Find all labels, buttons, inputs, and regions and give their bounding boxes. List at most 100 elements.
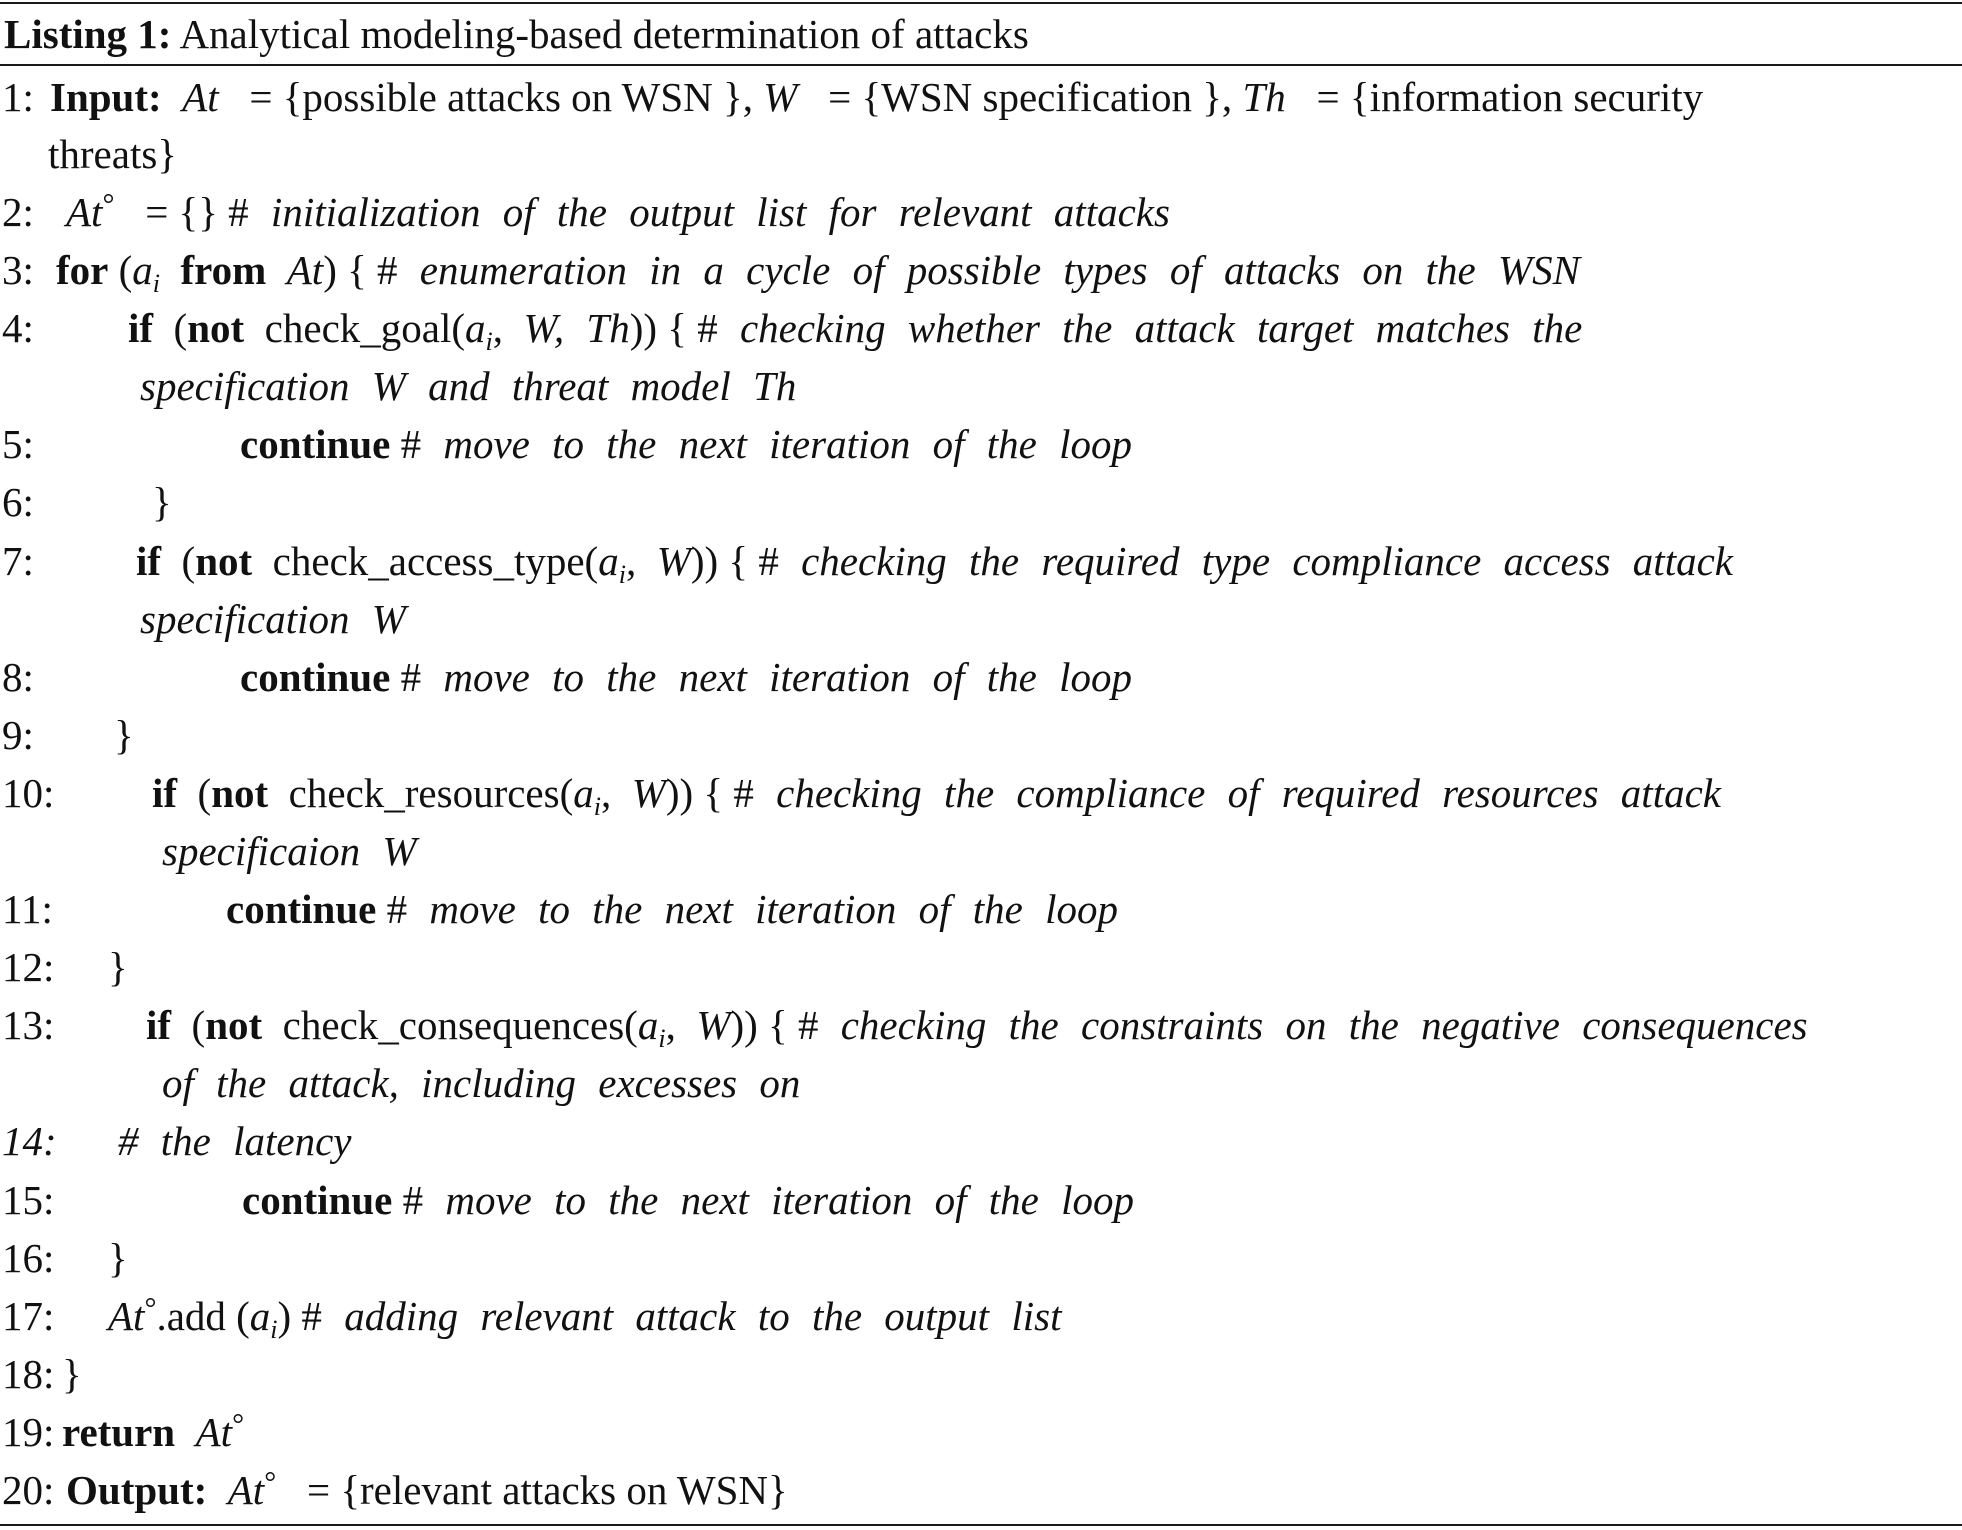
line-number: 14:	[2, 1118, 57, 1164]
var-at: At	[182, 74, 219, 120]
top-rule	[0, 2, 1962, 4]
line-number: 16:	[2, 1235, 55, 1281]
line-number: 18:	[2, 1351, 55, 1397]
set-desc: WSN specification	[881, 74, 1192, 120]
line-number: 10:	[2, 770, 55, 816]
var-at: At	[286, 247, 324, 293]
code-line-11: 11: continue # move to the next iteratio…	[0, 880, 1962, 938]
code-comment: of the attack, including excesses on	[162, 1060, 801, 1106]
keyword-if: if	[152, 770, 178, 816]
keyword-return: return	[62, 1409, 176, 1455]
code-line-13: 13: if (not check_consequences(ai, W)) {…	[0, 996, 1962, 1054]
closing-brace: }	[114, 712, 134, 758]
line-code: At° = {} # initialization of the output …	[66, 183, 1170, 241]
keyword-continue: continue	[240, 421, 391, 467]
var-w: W	[763, 74, 798, 120]
closing-brace: }	[768, 1467, 788, 1513]
degree-mark: °	[264, 1466, 277, 1499]
var-a: a	[573, 770, 594, 816]
code-comment: move to the next iteration of the loop	[407, 886, 1118, 932]
code-line-18: 18: }	[0, 1345, 1962, 1403]
keyword-input: Input:	[50, 74, 162, 120]
keyword-for: for	[56, 247, 109, 293]
keyword-continue: continue	[242, 1177, 393, 1223]
code-comment: checking the compliance of required reso…	[753, 770, 1721, 816]
keyword-not: not	[187, 305, 245, 351]
code-comment: move to the next iteration of the loop	[421, 421, 1132, 467]
code-line-10-cont: specificaion W	[0, 822, 1962, 880]
code-line-8: 8: continue # move to the next iteration…	[0, 648, 1962, 706]
line-number: 17:	[2, 1293, 55, 1339]
listing-caption: Listing 1: Analytical modeling-based det…	[4, 6, 1029, 62]
line-code: if (not check_consequences(ai, W)) { # c…	[146, 1002, 1808, 1053]
bottom-rule	[0, 1524, 1962, 1526]
line-number: 8:	[2, 654, 34, 700]
subscript: i	[658, 1024, 666, 1053]
line-code: Output: At° = {relevant attacks on WSN}	[66, 1461, 788, 1519]
var-a: a	[132, 247, 153, 293]
degree-mark: °	[102, 188, 115, 221]
code-line-2: 2: At° = {} # initialization of the outp…	[0, 183, 1962, 241]
subscript: i	[593, 792, 601, 821]
operator: = {} #	[134, 189, 249, 235]
line-code: if (not check_resources(ai, W)) { # chec…	[152, 770, 1721, 821]
code-comment: specificaion W	[162, 828, 417, 874]
function-name: check_access_type(	[272, 538, 599, 584]
keyword-if: if	[136, 538, 162, 584]
line-code: for (ai from At) { # enumeration in a cy…	[56, 241, 1580, 299]
paren: )) { #	[690, 538, 779, 584]
var-a: a	[637, 1002, 659, 1048]
keyword-not: not	[205, 1002, 263, 1048]
paren: )) { #	[730, 1002, 819, 1048]
subscript: i	[485, 327, 493, 356]
line-number: 11:	[2, 886, 53, 932]
function-args: W	[631, 770, 666, 816]
code-line-13-cont: of the attack, including excesses on	[0, 1054, 1962, 1112]
code-line-4-cont: specification W and threat model Th	[0, 357, 1962, 415]
line-number: 1:	[2, 74, 34, 120]
line-code: continue # move to the next iteration of…	[226, 886, 1118, 932]
code-line-1: 1: Input: At = {possible attacks on WSN …	[0, 68, 1962, 126]
code-comment: adding relevant attack to the output lis…	[321, 1293, 1062, 1339]
var-at: At	[227, 1467, 265, 1513]
var-at: At	[195, 1409, 233, 1455]
closing-brace: }	[152, 479, 172, 525]
paren: (	[108, 247, 133, 293]
code-comment: checking the required type compliance ac…	[778, 538, 1733, 584]
caption-title: Analytical modeling-based determination …	[179, 11, 1029, 57]
line-number: 13:	[2, 1002, 55, 1048]
code-line-15: 15: continue # move to the next iteratio…	[0, 1171, 1962, 1229]
paren: )) { #	[629, 305, 718, 351]
line-number: 4:	[2, 305, 34, 351]
subscript: i	[270, 1315, 278, 1344]
line-number: 12:	[2, 944, 55, 990]
keyword-if: if	[146, 1002, 172, 1048]
closing-brace: }	[108, 944, 128, 990]
code-comment: specification W and threat model Th	[140, 363, 797, 409]
code-line-6: 6: }	[0, 473, 1962, 531]
keyword-continue: continue	[226, 886, 377, 932]
var-a: a	[465, 305, 486, 351]
subscript: i	[152, 269, 160, 298]
code-comment: specification W	[140, 596, 406, 642]
line-number: 3:	[2, 247, 34, 293]
keyword-not: not	[195, 538, 253, 584]
paren: ) { #	[323, 247, 398, 293]
var-a: a	[598, 538, 619, 584]
line-number: 5:	[2, 421, 34, 467]
code-line-1-cont: threats}	[0, 125, 1962, 183]
separator: },	[712, 74, 764, 120]
code-line-12: 12: }	[0, 938, 1962, 996]
keyword-not: not	[211, 770, 269, 816]
closing-brace: }	[62, 1351, 82, 1397]
line-code: threats}	[48, 131, 177, 177]
code-line-7-cont: specification W	[0, 590, 1962, 648]
code-line-5: 5: continue # move to the next iteration…	[0, 415, 1962, 473]
subscript: i	[618, 560, 626, 589]
line-code: continue # move to the next iteration of…	[240, 421, 1132, 467]
code-comment: move to the next iteration of the loop	[423, 1177, 1134, 1223]
function-name: check_resources(	[288, 770, 574, 816]
keyword-continue: continue	[240, 654, 391, 700]
function-args: W	[696, 1002, 731, 1048]
